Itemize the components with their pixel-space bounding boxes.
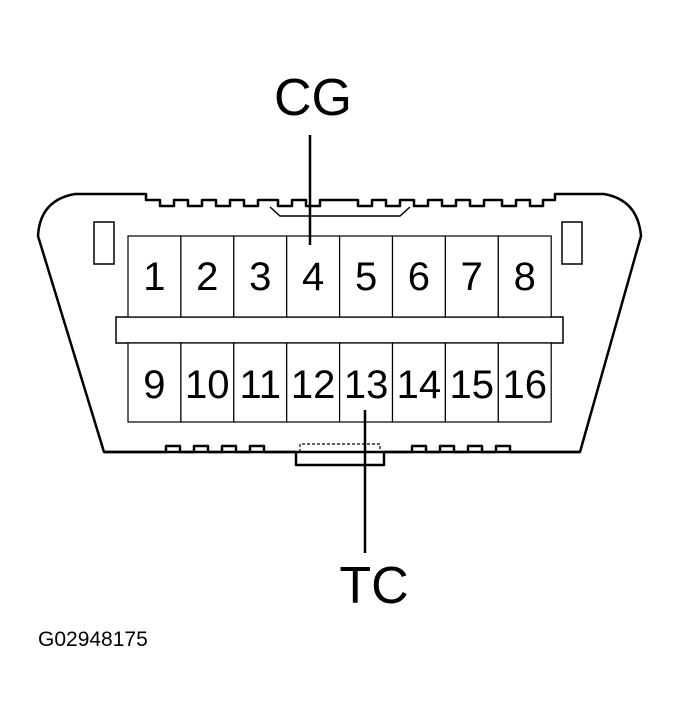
pin-cell (497, 342, 552, 423)
pin-cell (339, 235, 394, 318)
pin-number-7: 7 (461, 255, 483, 299)
pin-number-3: 3 (249, 255, 271, 299)
right-latch-window (561, 221, 583, 265)
pin-cell (339, 342, 394, 423)
pin-number-5: 5 (355, 255, 377, 299)
pin-cell (391, 235, 447, 318)
pin-number-4: 4 (302, 255, 324, 299)
pin-cell (180, 235, 235, 318)
pin-cell (391, 342, 447, 423)
pin-cell (286, 342, 341, 423)
tc-label: TC (339, 557, 408, 615)
pin-number-13: 13 (344, 363, 389, 407)
pin-cell (127, 342, 182, 423)
pin-number-9: 9 (143, 363, 165, 407)
pin-number-11: 11 (240, 363, 282, 407)
pin-cell (444, 342, 499, 423)
pin-number-2: 2 (196, 255, 218, 299)
pin-cell (497, 235, 552, 318)
pin-cell (233, 342, 288, 423)
pin-number-16: 16 (503, 363, 548, 407)
connector-housing (36, 192, 643, 454)
cg-label: CG (274, 69, 352, 127)
pin-number-6: 6 (408, 255, 430, 299)
pin-number-14: 14 (397, 363, 442, 407)
center-separator-bar (115, 316, 564, 344)
pin-cell (180, 342, 235, 423)
connector-top-key (269, 206, 411, 217)
pin-number-1: 1 (143, 255, 165, 299)
connector-bottom-edge (104, 444, 580, 467)
pin-number-10: 10 (185, 363, 230, 407)
connector-bottom-key-inner (299, 443, 381, 452)
pin-number-15: 15 (450, 363, 495, 407)
pin-number-8: 8 (514, 255, 536, 299)
pin-number-12: 12 (291, 363, 336, 407)
figure-id: G02948175 (38, 628, 148, 651)
pin-cell (444, 235, 499, 318)
left-latch-window (93, 221, 115, 265)
